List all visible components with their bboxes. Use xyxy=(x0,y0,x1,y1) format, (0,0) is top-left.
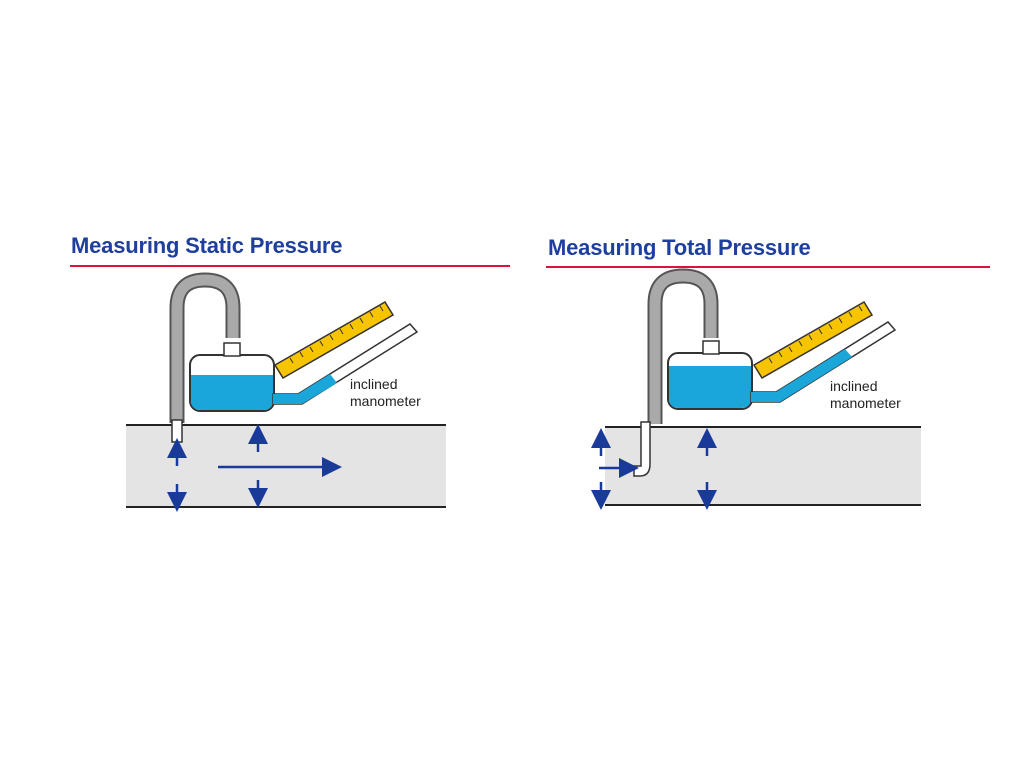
ruler-icon xyxy=(273,300,395,380)
total-pressure-title: Measuring Total Pressure xyxy=(548,235,811,260)
total-arrows xyxy=(591,428,717,510)
total-duct xyxy=(605,426,921,506)
pitot-tube-icon xyxy=(633,268,897,477)
total-instrument-label-line1: inclined xyxy=(830,378,878,394)
ruler-icon xyxy=(752,300,874,380)
static-pressure-title-rule xyxy=(70,265,510,267)
static-instrument-label-line2: manometer xyxy=(350,393,421,409)
total-pressure-title-rule xyxy=(546,266,990,268)
static-instrument-label-line1: inclined xyxy=(350,376,398,392)
total-instrument-label-line2: manometer xyxy=(830,395,901,411)
manometer-icon xyxy=(169,272,419,443)
static-arrows xyxy=(167,424,342,512)
static-pressure-title: Measuring Static Pressure xyxy=(71,233,343,258)
